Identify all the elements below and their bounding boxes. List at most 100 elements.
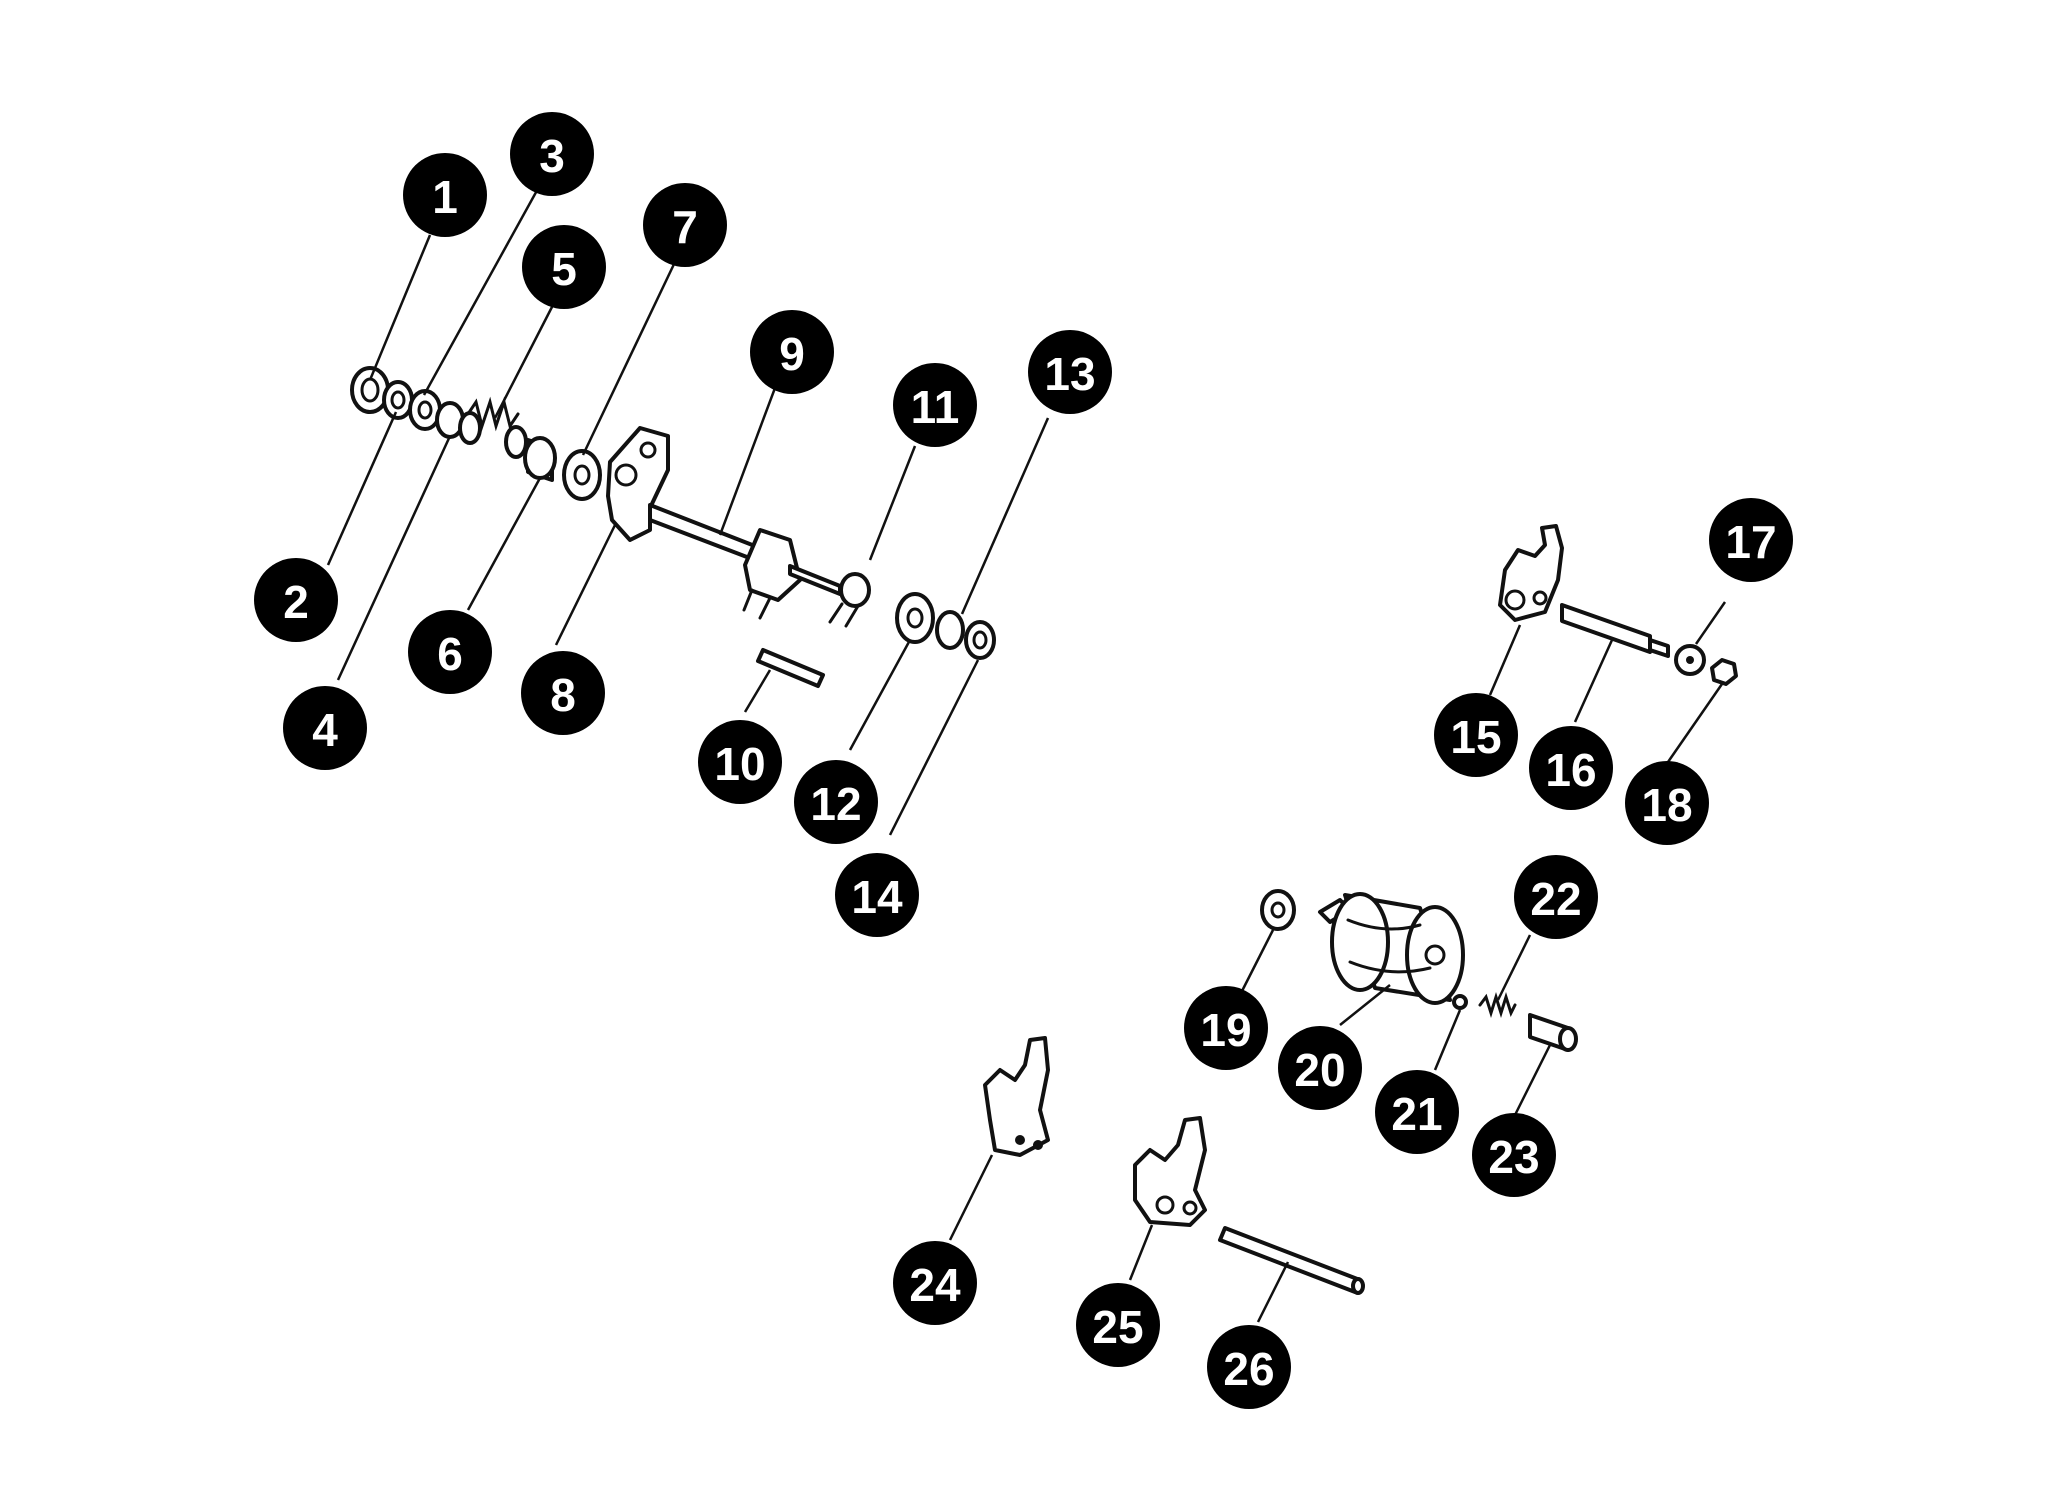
leader-line-24 <box>948 1154 994 1241</box>
callout-2: 2 <box>254 558 338 642</box>
spring-icon-5 <box>458 396 528 459</box>
shift-fork-icon-15 <box>1498 524 1564 622</box>
washer-icon-13 <box>935 610 965 650</box>
leader-line-12 <box>848 639 912 751</box>
leader-line-3 <box>422 184 542 396</box>
leader-line-10 <box>743 669 772 713</box>
callout-25: 25 <box>1076 1283 1160 1367</box>
callout-26: 26 <box>1207 1325 1291 1409</box>
leader-line-7 <box>581 261 677 456</box>
shift-shaft-icon-9 <box>648 503 842 620</box>
callout-19: 19 <box>1184 986 1268 1070</box>
callout-label: 6 <box>437 628 463 680</box>
leader-line-15 <box>1488 624 1522 696</box>
callout-label: 19 <box>1200 1004 1251 1056</box>
washer-icon-7 <box>562 449 602 501</box>
washer-icon-2 <box>382 380 414 420</box>
bearing-icon-19 <box>1260 889 1296 931</box>
washer-icon-12 <box>895 592 935 644</box>
callout-21: 21 <box>1375 1070 1459 1154</box>
star-washer-icon-17 <box>1674 644 1706 676</box>
callout-17: 17 <box>1709 498 1793 582</box>
callout-label: 14 <box>851 871 903 923</box>
leader-line-17 <box>1694 601 1727 645</box>
leader-line-1 <box>368 234 432 381</box>
circlip-icon-14 <box>964 620 996 660</box>
callout-label: 23 <box>1488 1131 1539 1183</box>
shift-drum-icon-20 <box>1318 892 1465 1005</box>
fork-shaft-icon-26 <box>1218 1226 1365 1295</box>
callout-label: 26 <box>1223 1343 1274 1395</box>
callout-1: 1 <box>403 153 487 237</box>
callout-label: 3 <box>539 130 565 182</box>
callout-9: 9 <box>750 310 834 394</box>
callout-22: 22 <box>1514 855 1598 939</box>
leader-line-8 <box>554 524 617 646</box>
callout-label: 8 <box>550 669 576 721</box>
leader-line-14 <box>888 659 980 836</box>
shift-fork-icon-25 <box>1133 1116 1207 1227</box>
callout-24: 24 <box>893 1241 977 1325</box>
leader-lines <box>326 184 1727 1323</box>
callout-23: 23 <box>1472 1113 1556 1197</box>
leader-line-20 <box>1339 984 1391 1026</box>
ball-icon-21 <box>1452 994 1468 1010</box>
leader-line-9 <box>718 387 777 536</box>
pin-icon-10 <box>756 648 825 688</box>
leader-line-21 <box>1433 1009 1462 1071</box>
callout-10: 10 <box>698 720 782 804</box>
bushing-icon-6 <box>523 436 557 482</box>
callout-badges: 1 2 3 4 5 6 7 8 9 10 11 12 13 14 15 16 1… <box>254 112 1793 1409</box>
callout-label: 7 <box>672 201 698 253</box>
callout-label: 22 <box>1530 873 1581 925</box>
callout-label: 21 <box>1391 1088 1442 1140</box>
callout-label: 18 <box>1641 779 1692 831</box>
plunger-icon-23 <box>1528 1013 1578 1052</box>
shift-fork-icon-24 <box>983 1036 1050 1157</box>
callout-label: 4 <box>312 704 338 756</box>
callout-5: 5 <box>522 225 606 309</box>
callout-label: 11 <box>911 381 960 433</box>
callout-7: 7 <box>643 183 727 267</box>
callout-label: 12 <box>810 778 861 830</box>
parts-drawing <box>350 366 1738 1295</box>
callout-3: 3 <box>510 112 594 196</box>
callout-label: 5 <box>551 243 577 295</box>
leader-line-16 <box>1573 639 1614 723</box>
leader-line-6 <box>466 477 542 611</box>
callout-15: 15 <box>1434 693 1518 777</box>
leader-line-18 <box>1666 683 1724 763</box>
callout-label: 24 <box>909 1259 961 1311</box>
leader-line-25 <box>1128 1224 1154 1281</box>
callout-label: 16 <box>1545 744 1596 796</box>
callout-label: 20 <box>1294 1044 1345 1096</box>
callout-label: 17 <box>1725 516 1776 568</box>
callout-4: 4 <box>283 686 367 770</box>
callout-13: 13 <box>1028 330 1112 414</box>
callout-label: 10 <box>714 738 765 790</box>
leader-line-11 <box>868 445 917 561</box>
callout-14: 14 <box>835 853 919 937</box>
callout-12: 12 <box>794 760 878 844</box>
callout-label: 25 <box>1092 1301 1143 1353</box>
callout-20: 20 <box>1278 1026 1362 1110</box>
spring-icon-22 <box>1478 991 1517 1019</box>
leader-line-4 <box>336 435 452 681</box>
callout-label: 9 <box>779 328 805 380</box>
leader-line-19 <box>1238 929 1275 996</box>
return-spring-icon-11 <box>828 572 871 628</box>
callout-16: 16 <box>1529 726 1613 810</box>
leader-line-5 <box>493 304 555 419</box>
fork-shaft-icon-16 <box>1560 603 1670 658</box>
leader-line-23 <box>1513 1044 1552 1116</box>
callout-label: 1 <box>432 171 458 223</box>
leader-line-26 <box>1256 1261 1290 1323</box>
leader-line-13 <box>960 417 1050 615</box>
nut-icon-18 <box>1710 658 1738 686</box>
callout-8: 8 <box>521 651 605 735</box>
callout-label: 2 <box>283 576 309 628</box>
leader-line-22 <box>1496 934 1532 1001</box>
leader-line-2 <box>326 411 398 566</box>
callout-label: 15 <box>1450 711 1501 763</box>
